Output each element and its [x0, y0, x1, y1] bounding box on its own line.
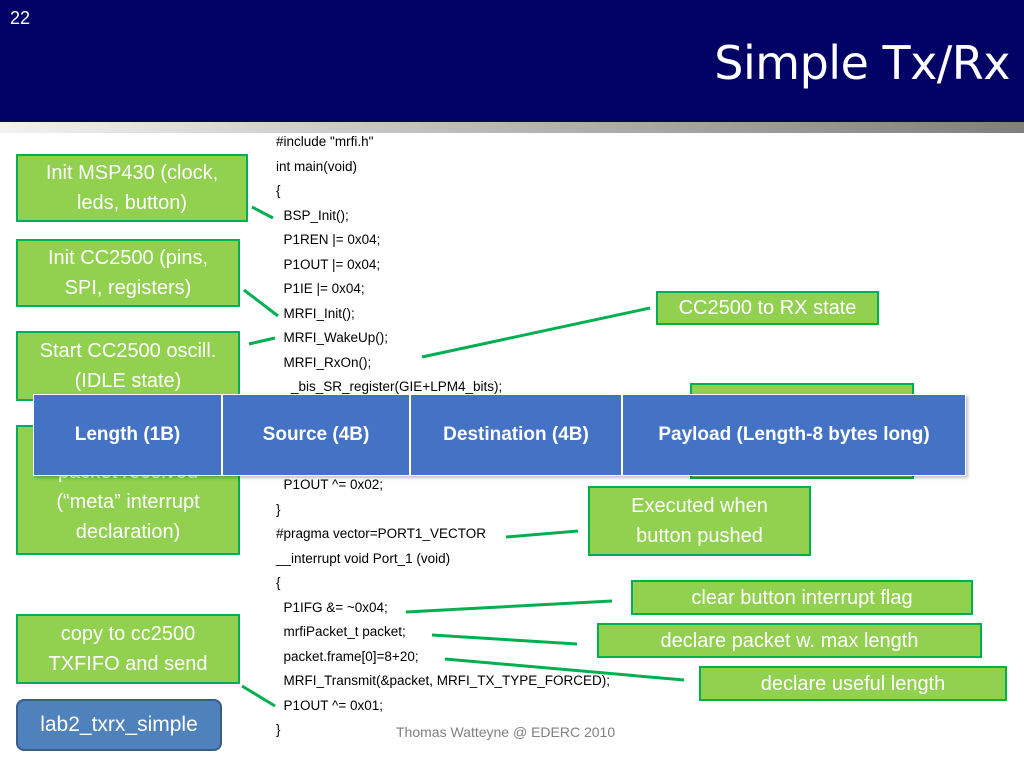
callout-rx-state: CC2500 to RX state	[656, 291, 879, 325]
code-line: MRFI_RxOn();	[276, 354, 372, 370]
code-line: P1REN |= 0x04;	[276, 232, 381, 247]
code-line: #include "mrfi.h"	[276, 134, 374, 149]
frame-field-length: Length (1B)	[34, 395, 223, 475]
code-line: #pragma vector=PORT1_VECTOR	[276, 526, 486, 541]
code-line: P1IE |= 0x04;	[276, 281, 365, 296]
connector-executed	[505, 529, 579, 539]
code-line: MRFI_WakeUp();	[276, 330, 389, 345]
callout-clear-interrupt-flag: clear button interrupt flag	[631, 580, 973, 615]
frame-format-table: Length (1B) Source (4B) Destination (4B)…	[33, 394, 966, 476]
lab-link-button[interactable]: lab2_txrx_simple	[16, 699, 222, 751]
connector-declare-packet	[431, 633, 578, 646]
connector-rx-state	[421, 306, 651, 359]
frame-field-source: Source (4B)	[223, 395, 411, 475]
frame-field-payload: Payload (Length-8 bytes long)	[658, 424, 930, 445]
code-line: P1OUT |= 0x04;	[276, 256, 381, 272]
callout-copy-txfifo: copy to cc2500 TXFIFO and send	[16, 614, 240, 684]
code-line: P1OUT ^= 0x01;	[276, 697, 384, 713]
slide-number: 22	[10, 8, 31, 28]
code-line: packet.frame[0]=8+20;	[276, 648, 419, 664]
code-line: int main(void)	[276, 158, 358, 174]
connector-start-oscill	[248, 336, 276, 346]
code-line: {	[276, 575, 281, 590]
code-line: P1OUT ^= 0x02;	[276, 477, 384, 492]
code-line: }	[276, 722, 281, 737]
callout-declare-useful-length: declare useful length	[699, 666, 1007, 701]
header-divider	[0, 122, 1024, 133]
code-line: _bis_SR_register(GIE+LPM4_bits);	[276, 379, 503, 394]
code-line: MRFI_Init();	[276, 305, 355, 321]
code-line: {	[276, 183, 281, 198]
slide-footer: Thomas Watteyne @ EDERC 2010	[396, 724, 616, 740]
code-line: __interrupt void Port_1 (void)	[276, 550, 451, 566]
connector-copy-txfifo	[241, 684, 276, 708]
code-line: mrfiPacket_t packet;	[276, 624, 406, 639]
slide-header: 22 Simple Tx/Rx	[0, 0, 1024, 122]
callout-executed-when-pushed: Executed when button pushed	[588, 486, 811, 556]
connector-init-cc2500	[243, 288, 279, 318]
code-line: }	[276, 501, 281, 517]
frame-field-destination: Destination (4B)	[411, 395, 623, 475]
code-line: BSP_Init();	[276, 207, 349, 223]
callout-declare-packet: declare packet w. max length	[597, 623, 982, 658]
code-line: P1IFG &= ~0x04;	[276, 599, 388, 615]
connector-declare-useful	[444, 657, 685, 682]
slide-title: Simple Tx/Rx	[714, 36, 1010, 90]
callout-init-msp430: Init MSP430 (clock, leds, button)	[16, 154, 248, 222]
callout-start-oscillator: Start CC2500 oscill. (IDLE state)	[16, 331, 240, 401]
connector-init-msp430	[251, 205, 274, 220]
connector-clear-flag	[405, 599, 613, 614]
code-line: MRFI_Transmit(&packet, MRFI_TX_TYPE_FORC…	[276, 673, 611, 688]
callout-init-cc2500: Init CC2500 (pins, SPI, registers)	[16, 239, 240, 307]
